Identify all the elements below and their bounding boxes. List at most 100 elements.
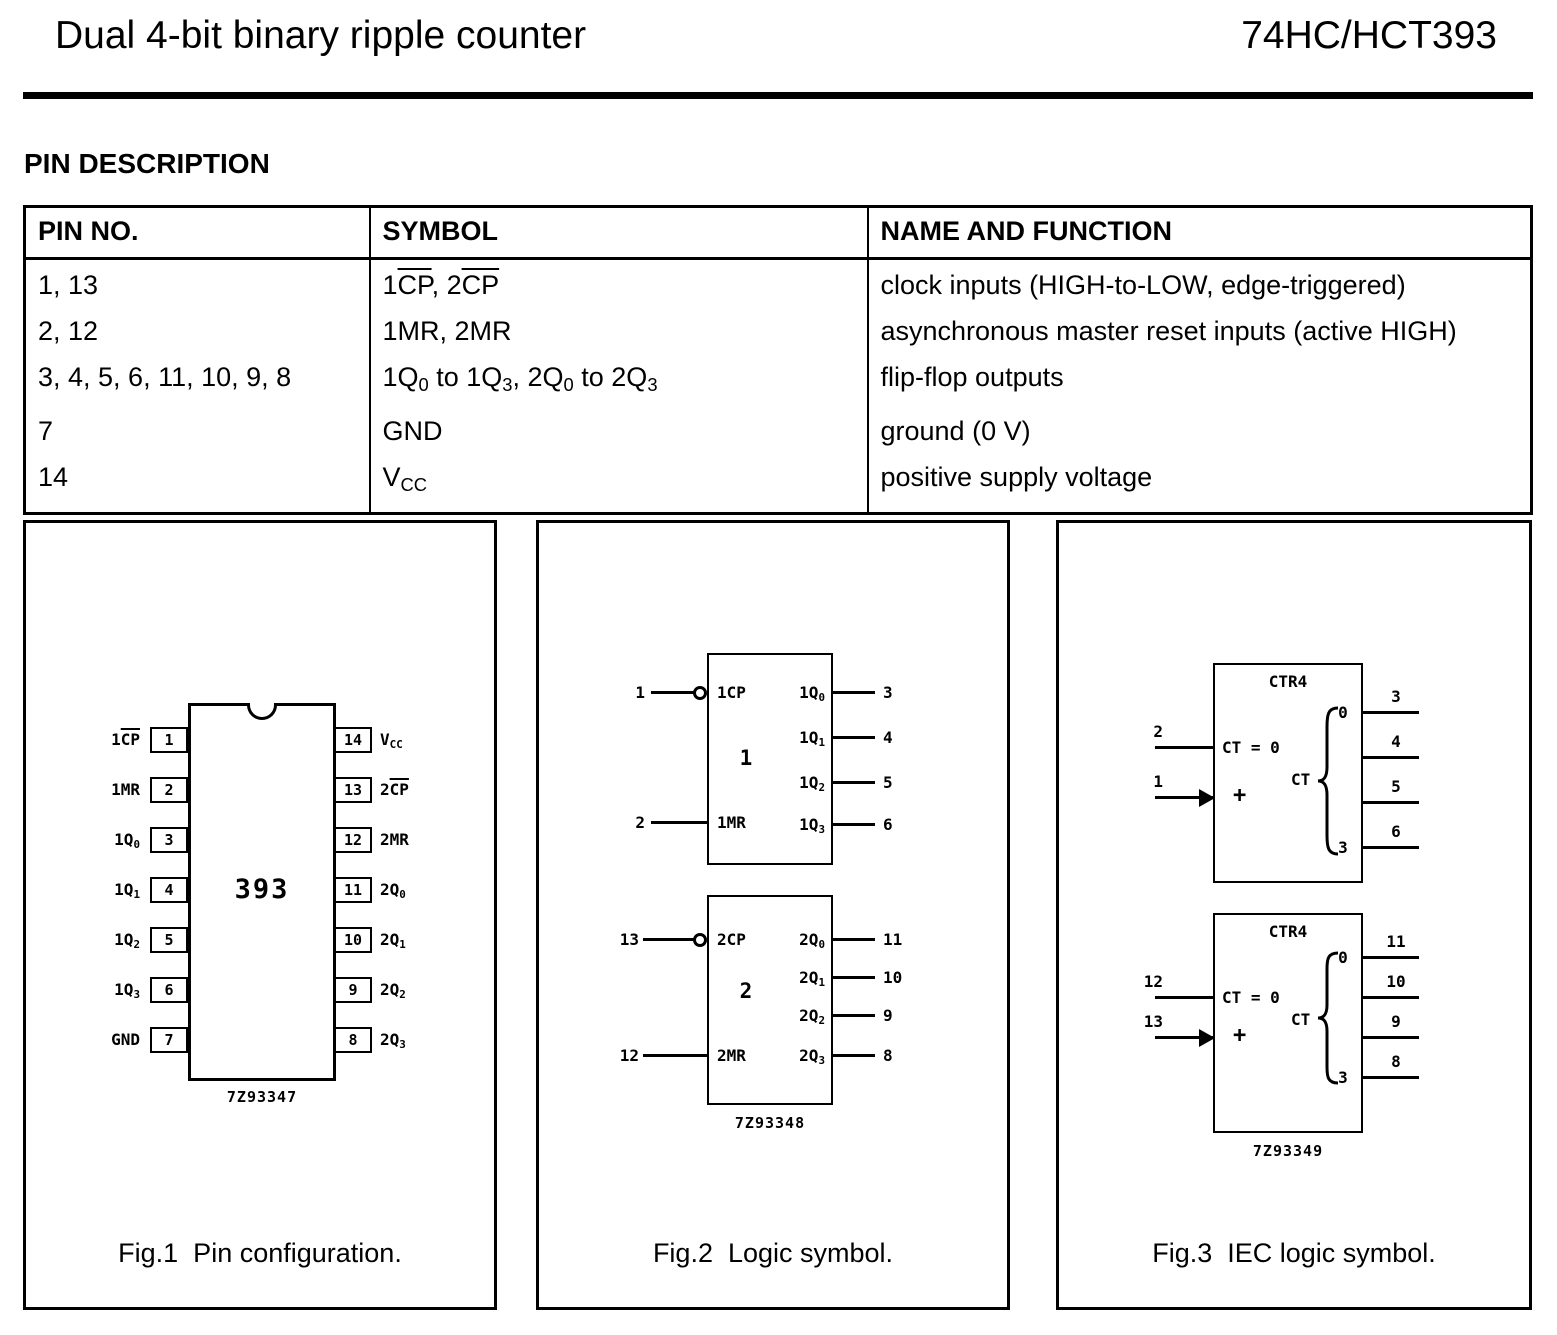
pin-number: 12 — [334, 827, 372, 853]
reset-wire — [1155, 996, 1213, 999]
inversion-bubble-icon — [693, 686, 707, 700]
counter1-block — [707, 653, 833, 865]
output-group-brace-icon — [1317, 706, 1339, 856]
pin-number: 1 — [150, 727, 188, 753]
block-id: 2 — [739, 979, 753, 1003]
symbol-cell: VCC — [368, 454, 868, 514]
ct-label: CT — [1291, 1010, 1311, 1029]
symbol-cell: 1Q0 to 1Q3, 2Q0 to 2Q3 — [368, 354, 868, 409]
weight-top: 0 — [1338, 703, 1348, 722]
pin-number: 3 — [150, 827, 188, 853]
count-up-label: + — [1233, 1023, 1247, 1048]
function-cell: clock inputs (HIGH-to-LOW, edge-triggere… — [866, 258, 1532, 308]
part-number: 74HC/HCT393 — [1241, 14, 1497, 57]
ctr4-block — [1213, 913, 1363, 1133]
reset-function-label: CT = 0 — [1222, 988, 1280, 1007]
pin-number: 9 — [1391, 1012, 1401, 1031]
reset-wire — [651, 821, 707, 824]
output-wire — [1361, 756, 1419, 759]
output-wire — [1361, 846, 1419, 849]
table-row: 1, 13 1CP, 2CP clock inputs (HIGH-to-LOW… — [25, 258, 1532, 308]
output-label: 2Q1 — [799, 968, 825, 990]
output-label: 1Q2 — [799, 773, 825, 795]
pin-number: 6 — [150, 977, 188, 1003]
pin-number: 3 — [883, 683, 893, 702]
table-row: 7 GND ground (0 V) — [25, 408, 1532, 455]
pin-number: 7 — [150, 1027, 188, 1053]
table-row: 2, 12 1MR, 2MR asynchronous master reset… — [25, 308, 1532, 354]
symbol-cell: 1MR, 2MR — [368, 308, 868, 354]
output-wire — [1361, 956, 1419, 959]
fig3-diagram: CTR4 2 CT = 0 1 + CT 0 3 3 4 5 6 CTR4 — [1059, 523, 1529, 1307]
pin-number: 13 — [619, 930, 639, 949]
pin-label: 1Q0 — [114, 830, 140, 852]
fig1-diagram: 393 1CP 1 1MR 2 1Q0 3 1Q1 4 1Q2 5 1Q3 6 … — [26, 523, 494, 1307]
fig1-pin-configuration: 393 1CP 1 1MR 2 1Q0 3 1Q1 4 1Q2 5 1Q3 6 … — [23, 520, 497, 1310]
dynamic-input-triangle-icon — [1199, 1029, 1215, 1047]
function-cell: ground (0 V) — [866, 408, 1532, 455]
output-wire — [831, 976, 875, 979]
pin-label: 1Q3 — [114, 980, 140, 1002]
pin-description-table: PIN NO. SYMBOL NAME AND FUNCTION 1, 13 1… — [23, 205, 1533, 516]
pin-no-cell: 2, 12 — [38, 316, 99, 346]
pin-label: 2MR — [380, 830, 409, 849]
drawing-code: 7Z93349 — [1252, 1142, 1324, 1160]
output-wire — [831, 1014, 875, 1017]
counter2-block — [707, 895, 833, 1105]
col-header-pin-no: PIN NO. — [24, 206, 370, 260]
reset-label: 2MR — [717, 1046, 746, 1065]
reset-function-label: CT = 0 — [1222, 738, 1280, 757]
pin-number: 12 — [619, 1046, 639, 1065]
pin-number: 10 — [883, 968, 903, 987]
pin-number: 4 — [1391, 732, 1401, 751]
pin-number: 11 — [883, 930, 903, 949]
pin-label: 1Q2 — [114, 930, 140, 952]
ct-label: CT — [1291, 770, 1311, 789]
pin-number: 6 — [1391, 822, 1401, 841]
pin-number: 13 — [1143, 1012, 1163, 1031]
function-cell: positive supply voltage — [866, 454, 1532, 514]
output-wire — [1361, 801, 1419, 804]
reset-wire — [1155, 746, 1213, 749]
output-wire — [831, 691, 875, 694]
block-type-label: CTR4 — [1268, 922, 1308, 941]
dip-notch — [247, 703, 277, 720]
pin-number: 2 — [1153, 722, 1163, 741]
function-cell: flip-flop outputs — [866, 354, 1532, 409]
weight-top: 0 — [1338, 948, 1348, 967]
pin-number: 9 — [334, 977, 372, 1003]
pin-number: 8 — [883, 1046, 893, 1065]
pin-number: 5 — [150, 927, 188, 953]
pin-number: 3 — [1391, 687, 1401, 706]
pin-label: GND — [111, 1030, 140, 1049]
symbol-cell: GND — [368, 408, 868, 455]
clock-label: 1CP — [717, 683, 746, 702]
pin-number: 10 — [334, 927, 372, 953]
pin-number: 13 — [334, 777, 372, 803]
page-title: Dual 4-bit binary ripple counter — [55, 14, 587, 57]
pin-number: 1 — [1153, 772, 1163, 791]
pin-number: 6 — [883, 815, 893, 834]
col-header-symbol: SYMBOL — [368, 206, 868, 260]
pin-label: 2Q0 — [380, 880, 406, 902]
pin-number: 9 — [883, 1006, 893, 1025]
pin-number: 10 — [1386, 972, 1406, 991]
pin-number: 5 — [1391, 777, 1401, 796]
inversion-bubble-icon — [693, 933, 707, 947]
output-label: 2Q3 — [799, 1046, 825, 1068]
pin-no-cell: 7 — [38, 416, 54, 447]
clock-wire — [643, 938, 695, 941]
table-row: 3, 4, 5, 6, 11, 10, 9, 8 1Q0 to 1Q3, 2Q0… — [25, 354, 1532, 409]
col-header-name-function: NAME AND FUNCTION — [866, 206, 1532, 260]
pin-label: 2CP — [380, 780, 409, 799]
table-row: 14 VCC positive supply voltage — [25, 454, 1532, 514]
pin-label: 1MR — [111, 780, 140, 799]
count-up-label: + — [1233, 783, 1247, 808]
pin-number: 4 — [150, 877, 188, 903]
pin-number: 2 — [150, 777, 188, 803]
pin-number: 5 — [883, 773, 893, 792]
pin-no-cell: 1, 13 — [38, 270, 99, 300]
pin-no-cell: 3, 4, 5, 6, 11, 10, 9, 8 — [38, 362, 292, 392]
drawing-code: 7Z93347 — [226, 1088, 298, 1106]
